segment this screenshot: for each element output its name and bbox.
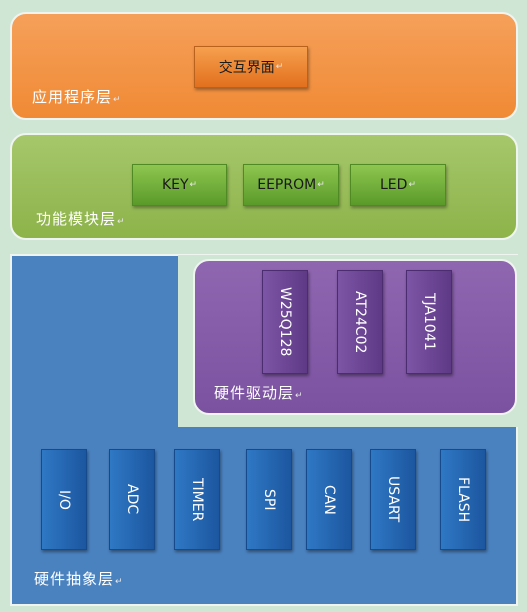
tja1041-driver-box: TJA1041 (406, 270, 452, 374)
key-module-label: KEY (161, 177, 189, 193)
usart-hal-box: USART (370, 449, 416, 550)
spi-hal-box: SPI (246, 449, 292, 550)
at24c02-driver-box: AT24C02 (337, 270, 383, 374)
paragraph-mark: ↵ (275, 62, 284, 72)
abstraction-layer-label: 硬件抽象层 (34, 570, 115, 588)
application-layer-label: 应用程序层 (32, 88, 113, 106)
interaction-ui-box: 交互界面↵ (194, 46, 308, 88)
paragraph-mark: ↵ (113, 95, 122, 105)
tja1041-driver-label: TJA1041 (421, 293, 437, 351)
application-layer-label-wrap: 应用程序层↵ (32, 86, 122, 107)
at24c02-driver-label: AT24C02 (352, 290, 368, 354)
io-hal-label: I/O (56, 489, 72, 510)
paragraph-mark: ↵ (408, 180, 416, 190)
led-module-label: LED (380, 177, 408, 193)
driver-layer-label: 硬件驱动层 (214, 384, 295, 402)
paragraph-mark: ↵ (317, 180, 325, 190)
spi-hal-label: SPI (261, 488, 277, 511)
interaction-ui-label: 交互界面 (218, 60, 275, 76)
key-module-box: KEY↵ (132, 164, 227, 206)
usart-hal-label: USART (385, 476, 401, 523)
w25q128-driver-box: W25Q128 (262, 270, 308, 374)
abstraction-layer-label-wrap: 硬件抽象层↵ (34, 568, 124, 589)
driver-layer-label-wrap: 硬件驱动层↵ (214, 382, 304, 403)
paragraph-mark: ↵ (189, 180, 198, 190)
adc-hal-label: ADC (124, 484, 140, 515)
flash-hal-label: FLASH (455, 476, 471, 523)
led-module-box: LED↵ (350, 164, 446, 206)
can-hal-label: CAN (321, 484, 337, 515)
w25q128-driver-label: W25Q128 (277, 287, 293, 357)
paragraph-mark: ↵ (295, 391, 304, 401)
eeprom-module-label: EEPROM (257, 177, 317, 193)
flash-hal-box: FLASH (440, 449, 486, 550)
function-layer-label: 功能模块层 (36, 210, 117, 228)
paragraph-mark: ↵ (117, 217, 126, 227)
can-hal-box: CAN (306, 449, 352, 550)
timer-hal-box: TIMER (174, 449, 220, 550)
eeprom-module-box: EEPROM↵ (243, 164, 339, 206)
function-layer-label-wrap: 功能模块层↵ (36, 208, 126, 229)
io-hal-box: I/O (41, 449, 87, 550)
timer-hal-label: TIMER (189, 477, 205, 522)
paragraph-mark: ↵ (115, 577, 124, 587)
adc-hal-box: ADC (109, 449, 155, 550)
